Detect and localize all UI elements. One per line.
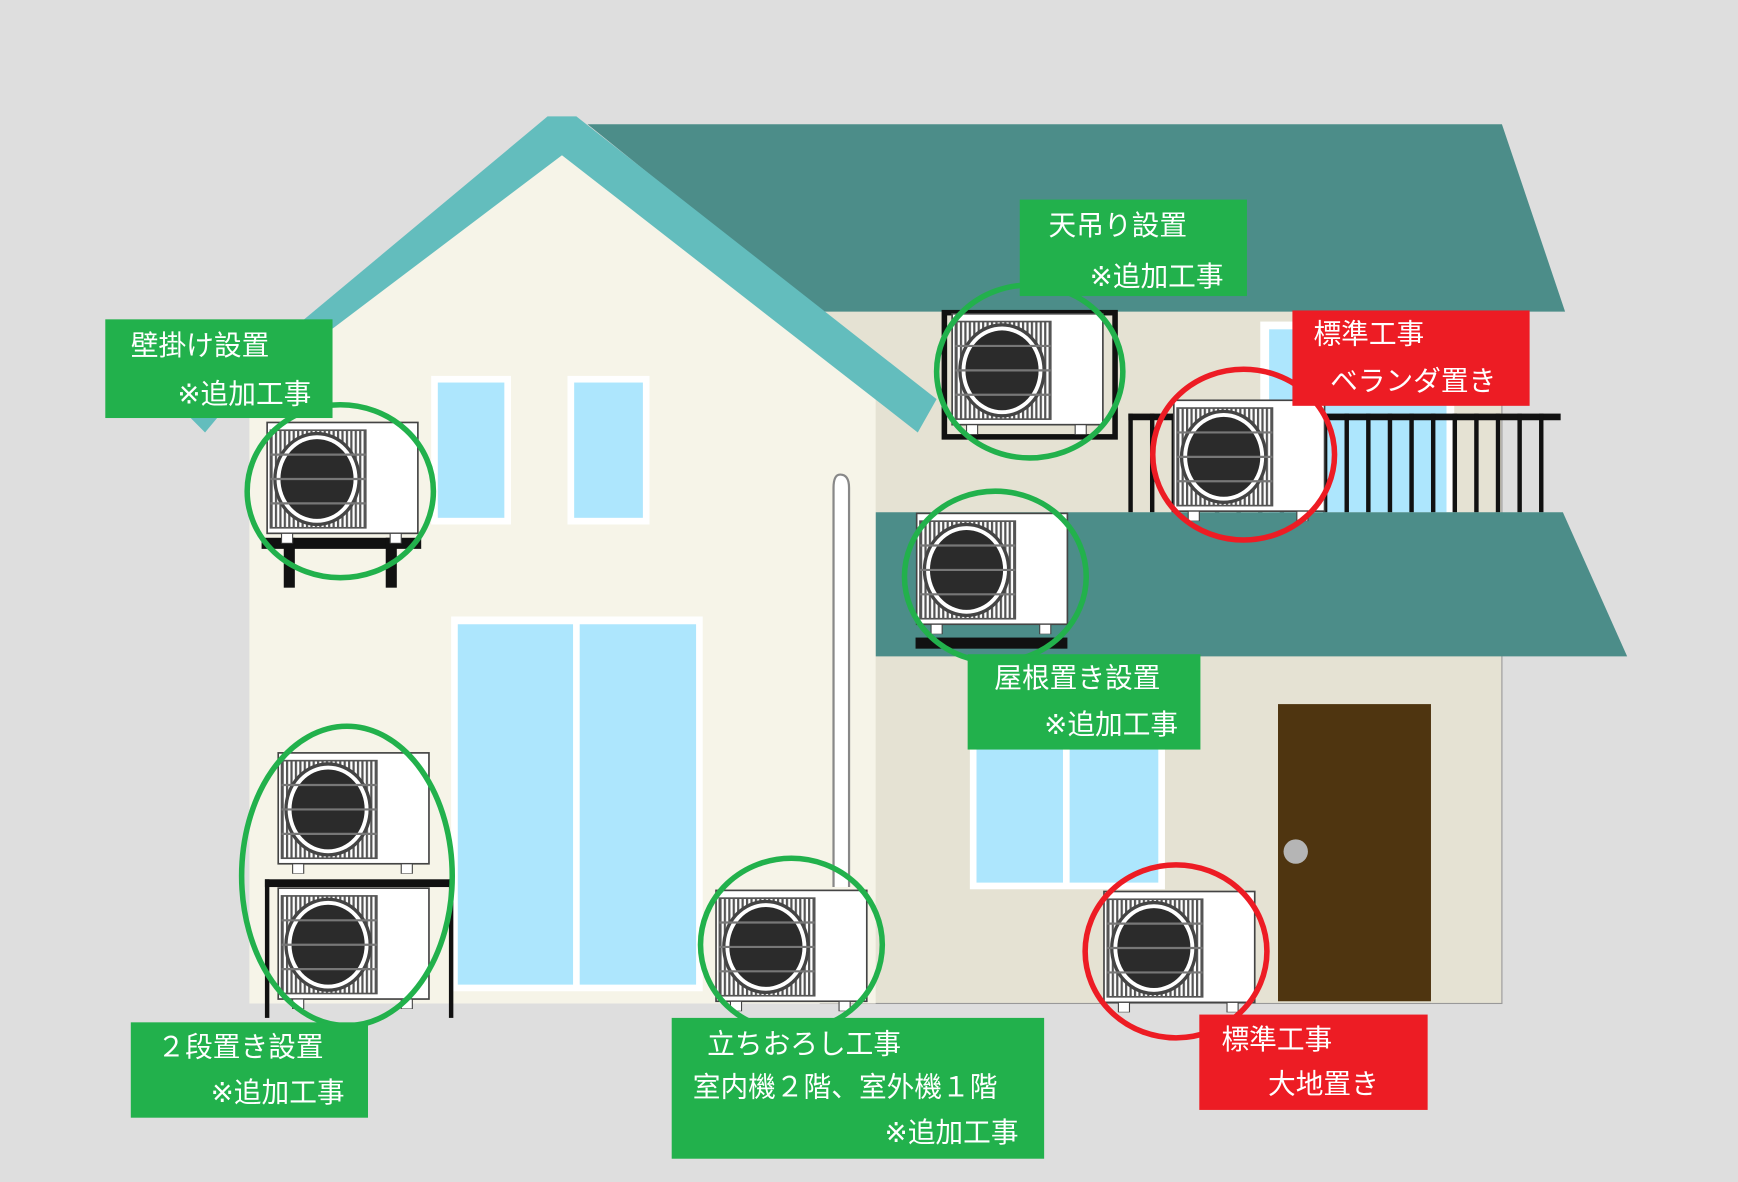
label-veranda-note: ベランダ置き	[1330, 364, 1496, 397]
outdoor-unit-veranda	[1172, 399, 1327, 522]
highlight-ground	[1082, 862, 1270, 1041]
label-ceiling: 天吊り設置 ※追加工事	[1019, 199, 1247, 297]
label-roof-note: ※追加工事	[1044, 708, 1178, 741]
label-pipe-down-note: ※追加工事	[885, 1116, 1019, 1149]
label-roof: 屋根置き設置 ※追加工事	[967, 654, 1201, 750]
outdoor-unit-roof	[915, 512, 1070, 635]
highlight-veranda	[1149, 366, 1338, 543]
stack-frame	[264, 879, 454, 1018]
railing-bar	[1539, 413, 1544, 513]
outdoor-unit-wall	[266, 421, 420, 544]
railing-bar	[1366, 413, 1371, 513]
sliding-pane-left	[457, 624, 574, 985]
label-stacked: ２段置き設置 ※追加工事	[130, 1022, 368, 1118]
label-wall-title: 壁掛け設置	[131, 329, 269, 362]
label-ground-note: 大地置き	[1268, 1067, 1379, 1100]
label-stacked-note: ※追加工事	[211, 1076, 345, 1109]
window-small-1-glass	[437, 382, 505, 518]
railing-bar	[1409, 413, 1414, 513]
label-ceiling-note: ※追加工事	[1090, 260, 1224, 293]
outdoor-unit-stacked-bottom	[277, 887, 431, 1010]
label-ground-title: 標準工事	[1221, 1023, 1332, 1056]
label-ceiling-title: 天吊り設置	[1049, 209, 1187, 242]
label-pipe-down-detail: 室内機２階、室外機１階	[693, 1071, 998, 1104]
railing-bar	[1128, 413, 1133, 513]
right-window-pane-right	[1069, 747, 1159, 883]
railing-bar	[1344, 413, 1349, 513]
label-veranda: 標準工事 ベランダ置き	[1292, 310, 1530, 406]
label-roof-title: 屋根置き設置	[994, 661, 1160, 694]
door-knob	[1283, 839, 1308, 864]
label-stacked-title: ２段置き設置	[157, 1031, 323, 1064]
label-pipe-down-title: 立ちおろし工事	[707, 1027, 901, 1060]
outdoor-unit-ground	[1102, 890, 1257, 1013]
label-wall-note: ※追加工事	[177, 378, 311, 411]
outdoor-unit-stacked-top	[277, 751, 431, 874]
railing-bar	[1474, 413, 1479, 513]
ceiling-hanger-frame	[941, 309, 1118, 440]
label-veranda-title: 標準工事	[1313, 318, 1424, 351]
sliding-pane-right	[579, 624, 697, 985]
highlight-wall	[244, 401, 437, 581]
outdoor-unit-ceiling	[951, 312, 1105, 435]
railing-bar	[1517, 413, 1522, 513]
railing-bar	[1495, 413, 1501, 513]
railing-bar	[1430, 413, 1436, 513]
railing-bar	[1387, 413, 1393, 513]
window-small-2-glass	[574, 382, 643, 518]
right-window-pane-left	[976, 747, 1063, 883]
roof-stand	[915, 637, 1068, 649]
label-wall: 壁掛け設置 ※追加工事	[105, 319, 333, 419]
label-ground: 標準工事 大地置き	[1199, 1014, 1428, 1110]
outdoor-unit-pipe-down	[714, 889, 869, 1012]
label-pipe-down: 立ちおろし工事 室内機２階、室外機１階 ※追加工事	[671, 1017, 1045, 1159]
drain-pipe	[832, 473, 851, 888]
railing-bar	[1452, 413, 1458, 513]
